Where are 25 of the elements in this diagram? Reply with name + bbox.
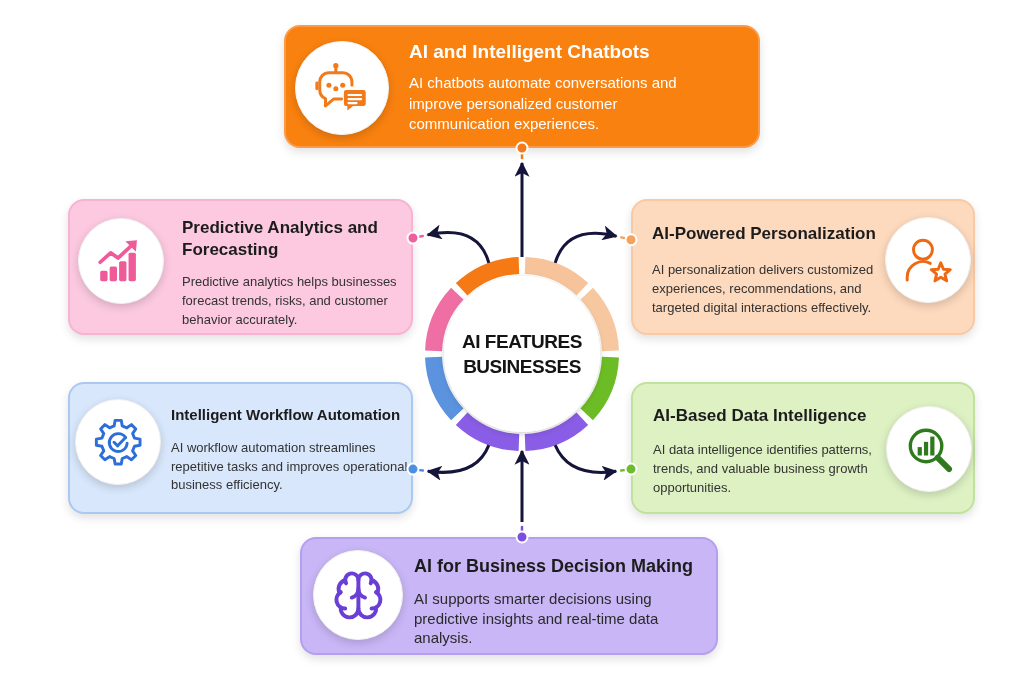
feature-card <box>284 25 760 148</box>
feature-card <box>300 537 718 655</box>
arrow <box>406 225 491 264</box>
card-title: Intelligent Workflow Automation <box>171 405 402 425</box>
card-description: AI data intelligence identifies patterns, trends, and valuable business growth opportunities. <box>653 441 873 497</box>
card-description: AI chatbots automate conversations and improve personalized customer communication experiences. <box>409 73 678 134</box>
card-title: AI-Powered Personalization <box>652 223 877 245</box>
feature-card <box>68 199 413 335</box>
arrow <box>406 444 491 481</box>
card-description: AI workflow automation streamlines repetitive tasks and improves operational business efficiency. <box>171 439 409 494</box>
card-title: AI-Based Data Intelligence <box>653 405 868 427</box>
arrow <box>514 449 530 544</box>
arrow <box>514 141 530 257</box>
card-title: AI and Intelligent Chatbots <box>409 40 651 64</box>
arrow <box>553 444 638 481</box>
hub-title: AI FEATURES BUSINESSES <box>460 330 583 379</box>
card-description: AI personalization delivers customized experiences, recommendations, and targeted digital interactions effectively. <box>652 261 875 317</box>
card-title: AI for Business Decision Making <box>414 555 695 578</box>
feature-card <box>68 382 413 514</box>
card-description: Predictive analytics helps businesses forecast trends, risks, and customer behavior accurately. <box>182 273 398 329</box>
card-title: Predictive Analytics and Forecasting <box>182 217 379 261</box>
card-description: AI supports smarter decisions using predictive insights and real-time data analysis. <box>414 589 660 648</box>
arrow <box>553 226 638 264</box>
feature-card <box>631 199 975 335</box>
feature-card <box>631 382 975 514</box>
